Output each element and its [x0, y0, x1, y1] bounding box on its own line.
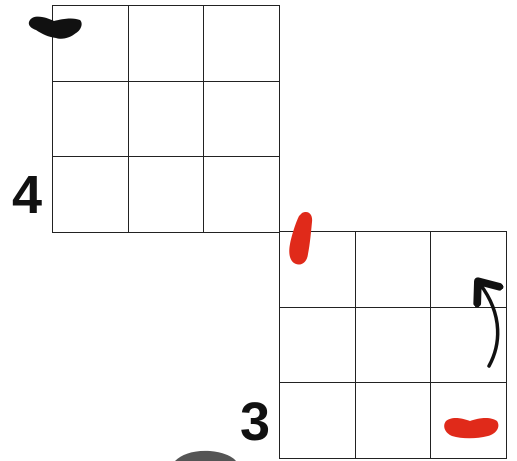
red-mark-bottom — [444, 418, 498, 438]
curved-arrow — [480, 284, 498, 366]
red-mark-corner — [289, 212, 312, 265]
black-mark — [29, 17, 82, 39]
cropped-photo-edge — [175, 451, 236, 461]
